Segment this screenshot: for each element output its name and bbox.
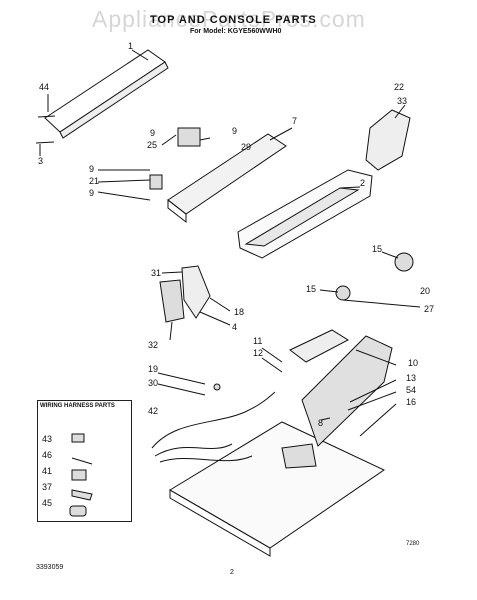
legend-callout-37: 37 [42,482,52,492]
callout-9: 9 [89,164,94,174]
knob-20 [394,252,414,272]
wiring-harness [151,391,276,463]
legend-callout-41: 41 [42,466,52,476]
callout-13: 13 [406,373,416,383]
left-end-cap [181,265,211,319]
callout-32: 32 [148,340,158,350]
callout-33: 33 [397,96,407,106]
dryer-top [169,421,386,549]
legend-callout-45: 45 [42,498,52,508]
wiring-harness-legend [37,400,132,522]
callout-29: 29 [241,142,251,152]
callout-16: 16 [406,397,416,407]
diagram-title: TOP AND CONSOLE PARTS [150,14,317,26]
callout-10: 10 [408,358,418,368]
callout-54: 54 [406,385,416,395]
callout-15: 15 [372,244,382,254]
callout-7: 7 [292,116,297,126]
legend-callout-43: 43 [42,434,52,444]
model-subtitle: For Model: KGYE560WWH0 [190,28,282,35]
callout-9: 9 [232,126,237,136]
callout-19: 19 [148,364,158,374]
callout-11: 11 [253,336,262,346]
knob-27 [335,285,351,301]
legend-title: WIRING HARNESS PARTS [40,403,115,409]
callout-8: 8 [318,418,323,428]
callout-42: 42 [148,406,158,416]
callout-31: 31 [151,268,161,278]
callout-44: 44 [39,82,49,92]
end-cap [365,109,411,171]
document-number: 3393059 [36,564,64,571]
callout-30: 30 [148,378,158,388]
callout-15: 15 [306,284,316,294]
watermark: AppliancePartsPros.com [92,6,366,32]
drawing-code: 7280 [406,541,420,547]
callout-12: 12 [253,348,263,358]
lid-seal [289,329,350,363]
callout-20: 20 [420,286,430,296]
callout-4: 4 [232,322,237,332]
callout-9: 9 [150,128,155,138]
side-panel [159,279,185,323]
callout-9: 9 [89,188,94,198]
callout-25: 25 [147,140,157,150]
door-panel [301,335,393,447]
legend-callout-46: 46 [42,450,52,460]
callout-3: 3 [38,156,43,166]
callout-21: 21 [89,176,99,186]
page-number: 2 [230,569,234,576]
callout-27: 27 [424,304,434,314]
back-panel [44,49,166,133]
callout-2: 2 [360,178,365,188]
timer-switch [177,127,201,147]
callout-22: 22 [394,82,404,92]
callout-18: 18 [234,307,244,317]
callout-1: 1 [128,41,133,51]
